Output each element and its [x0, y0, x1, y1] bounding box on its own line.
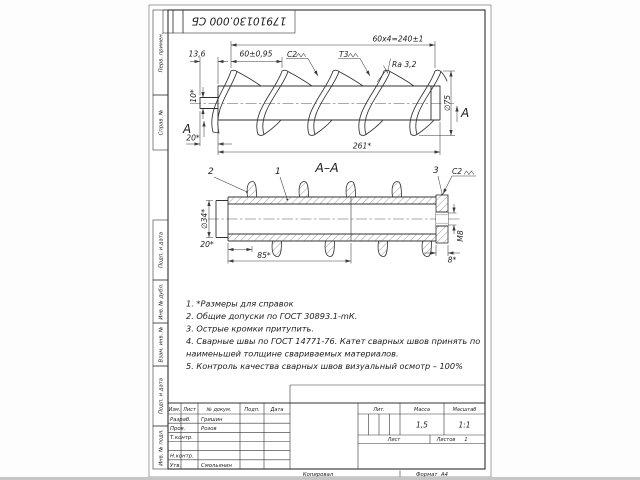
dim-13-6-text: 13,6	[189, 50, 206, 59]
dim-m8: М8	[448, 204, 465, 242]
section-cut-marks: А А	[182, 106, 469, 137]
margin-label-sprav-no: Справ. №	[159, 110, 165, 136]
margin-label-podp-data-1: Подп. и дата	[159, 232, 165, 268]
note-line-3: 3. Острые кромки притупить.	[186, 324, 314, 334]
dim-dia34-text: ∅34*	[200, 209, 209, 229]
tb-listov-label: Листов	[436, 437, 456, 443]
dim-85-text: 85*	[257, 251, 271, 260]
roughness-text: Ra 3,2	[392, 60, 417, 69]
format-value: А4	[440, 472, 448, 478]
weld-callout-t3: Т3	[338, 50, 371, 77]
screw-tube-outline	[199, 85, 441, 121]
dim-m8-text: М8	[456, 230, 465, 242]
dim-dia34: ∅34*	[200, 200, 213, 238]
note-line-6: 5. Контроль качества сварных швов визуал…	[186, 361, 463, 371]
flight-stubs-top	[246, 181, 402, 198]
weld-seam-icon	[295, 53, 307, 58]
tb-razrab-label: Разраб.	[170, 417, 191, 423]
callout-3-text: 3	[433, 166, 439, 176]
tb-tkontr-label: Т.контр.	[170, 435, 193, 441]
dim-20-section-text: 20*	[200, 240, 214, 249]
dim-20-main-text: 20*	[186, 134, 200, 143]
screw-blades	[211, 69, 448, 136]
weld-seam-icon	[347, 53, 359, 58]
margin-label-podp-data-2: Подп. и дата	[159, 378, 165, 414]
tb-list-label: Лист	[387, 437, 402, 443]
weld-c2-section-text: С2	[452, 167, 462, 176]
tb-utv-name: Смольянин	[201, 463, 233, 469]
tb-prov-label: Пров.	[170, 426, 185, 432]
note-line-2: 2. Общие допуски по ГОСТ 30893.1-mК.	[186, 311, 357, 321]
tb-utv-label: Утв.	[170, 463, 181, 469]
margin-label-vzam-inv: Взам. инв. №	[159, 327, 165, 363]
roughness-mark: Ra 3,2	[376, 58, 417, 83]
section-letter-right: А	[460, 106, 469, 120]
title-block: Изм. Лист № докум. Подп. Дата Разраб. Гр…	[168, 384, 485, 469]
tb-masshtab-value: 1:1	[458, 421, 470, 430]
dim-dia75: ∅75	[419, 70, 455, 136]
below-frame-labels: Копировал Формат А4	[303, 470, 448, 478]
dim-13-6: 13,6	[189, 50, 228, 96]
margin-label-inv-podl: Инв. № подл.	[159, 429, 165, 466]
technical-notes: 1. *Размеры для справок 2. Общие допуски…	[186, 299, 480, 372]
dim-20-main: 20*	[186, 111, 232, 155]
dim-pitch-text: 60±0,95	[240, 50, 273, 59]
callout-1: 1	[275, 167, 289, 201]
stamp-doc-number: 17910130.000 СБ	[192, 15, 287, 27]
tb-massa-label: Масса	[414, 407, 430, 413]
dim-pitch-total: 60х4=240±1	[230, 35, 436, 68]
section-view: А–А 2 1	[200, 160, 476, 265]
dim-dia75-text: ∅75	[443, 95, 452, 111]
dim-261: 261*	[218, 122, 441, 155]
callout-2: 2	[208, 167, 248, 193]
main-view: 60х4=240±1 60±0,95 13,6 С2 Т3	[182, 35, 469, 155]
tb-masshtab-label: Масштаб	[453, 407, 477, 413]
format-label: Формат	[416, 472, 438, 478]
tb-nkontr-label: Н.контр.	[170, 454, 194, 460]
window-edge-strip	[0, 477, 640, 480]
tb-massa-value: 1,5	[416, 421, 428, 430]
tb-prov-name: Розов	[201, 426, 217, 432]
tb-col-data: Дата	[270, 407, 284, 413]
end-cap	[435, 194, 449, 244]
note-line-4: 4. Сварные швы по ГОСТ 14771-76. Катет с…	[186, 336, 480, 346]
tb-col-docnum: № докум.	[206, 407, 232, 413]
margin-label-inv-dubl: Инв. № дубл.	[159, 283, 165, 319]
margin-label-perv-primen: Перв. примен.	[159, 33, 165, 73]
kopiroval-label: Копировал	[303, 472, 334, 478]
dim-8-text: 8*	[448, 256, 457, 265]
tb-razrab-name: Гришин	[201, 417, 223, 423]
weld-t3-text: Т3	[339, 50, 349, 59]
callout-2-text: 2	[208, 167, 214, 177]
section-letter-left: А	[182, 122, 191, 136]
note-line-1: 1. *Размеры для справок	[186, 299, 294, 309]
dim-261-text: 261*	[353, 142, 371, 151]
tb-col-izm: Изм.	[169, 407, 181, 413]
tb-listov-value: 1	[464, 437, 467, 443]
note-line-5: наименьшей толщине свариваемых материало…	[186, 349, 399, 359]
flight-stubs-bottom	[271, 240, 432, 257]
dim-pitch-total-text: 60х4=240±1	[372, 35, 423, 44]
callout-3: 3	[433, 166, 444, 196]
tb-col-podp: Подп.	[244, 407, 259, 413]
margin-column: Перв. примен. Справ. № Подп. и дата Инв.…	[152, 9, 169, 470]
dim-85: 85*	[228, 243, 352, 264]
tb-lit-label: Лит.	[372, 407, 385, 413]
weld-c2-text: С2	[287, 50, 297, 59]
dim-pitch: 60±0,95	[231, 50, 283, 68]
dim-10: 10*	[189, 87, 205, 119]
dim-10-text: 10*	[189, 89, 198, 103]
weld-callout-c2: С2	[286, 50, 319, 77]
weld-callout-c2-section: С2	[442, 167, 476, 195]
weld-seam-icon	[463, 170, 475, 175]
top-stamp: 17910130.000 СБ	[162, 9, 296, 34]
roughness-icon	[383, 58, 391, 74]
dim-8: 8*	[424, 245, 460, 265]
tb-col-list: Лист	[182, 407, 197, 413]
callout-1-text: 1	[275, 167, 281, 177]
section-title: А–А	[314, 160, 338, 175]
